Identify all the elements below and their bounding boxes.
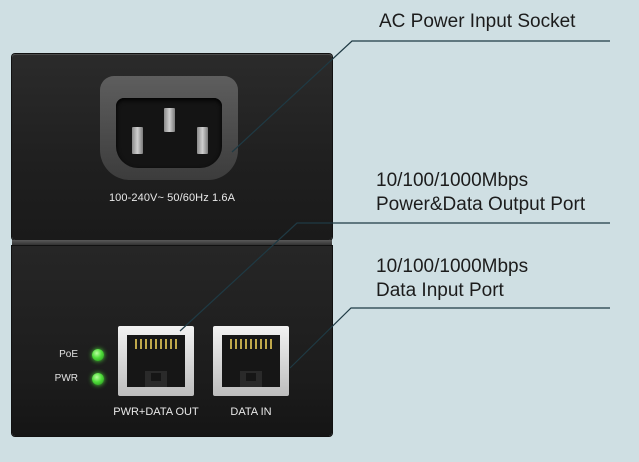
callout-input-port-line1: 10/100/1000Mbps	[376, 256, 529, 277]
live-pin	[132, 127, 143, 154]
port-out-label: PWR+DATA OUT	[113, 406, 199, 418]
rj45-cavity	[127, 335, 185, 387]
rj45-latch-tab	[145, 371, 167, 387]
data-in-port[interactable]	[213, 326, 289, 396]
input-rating-label: 100-240V~ 50/60Hz 1.6A	[108, 192, 236, 204]
pwr-data-out-port[interactable]	[118, 326, 194, 396]
rj45-contacts	[135, 339, 177, 349]
led-poe-label: PoE	[59, 349, 78, 360]
callout-input-port: 10/100/1000Mbps Data Input Port	[376, 255, 528, 303]
poe-led-indicator	[92, 349, 104, 361]
housing-seam	[12, 240, 332, 246]
rj45-latch-tab	[240, 371, 262, 387]
leader-line-input-port	[289, 307, 610, 369]
earth-pin	[164, 108, 175, 132]
port-in-label: DATA IN	[230, 406, 272, 418]
rj45-cavity	[222, 335, 280, 387]
pwr-led-indicator	[92, 373, 104, 385]
callout-output-port-line2: Power&Data Output Port	[376, 194, 586, 215]
callout-input-port-line2: Data Input Port	[376, 280, 504, 301]
callout-output-port-line1: 10/100/1000Mbps	[376, 170, 529, 191]
leader-line-output-port	[179, 222, 610, 332]
neutral-pin	[197, 127, 208, 154]
callout-ac-socket-text: AC Power Input Socket	[379, 11, 576, 32]
led-pwr-label: PWR	[54, 373, 78, 384]
leader-line-ac-socket	[231, 40, 610, 153]
callout-ac-socket: AC Power Input Socket	[379, 10, 575, 34]
callout-output-port: 10/100/1000Mbps Power&Data Output Port	[376, 169, 585, 217]
rj45-contacts	[230, 339, 272, 349]
